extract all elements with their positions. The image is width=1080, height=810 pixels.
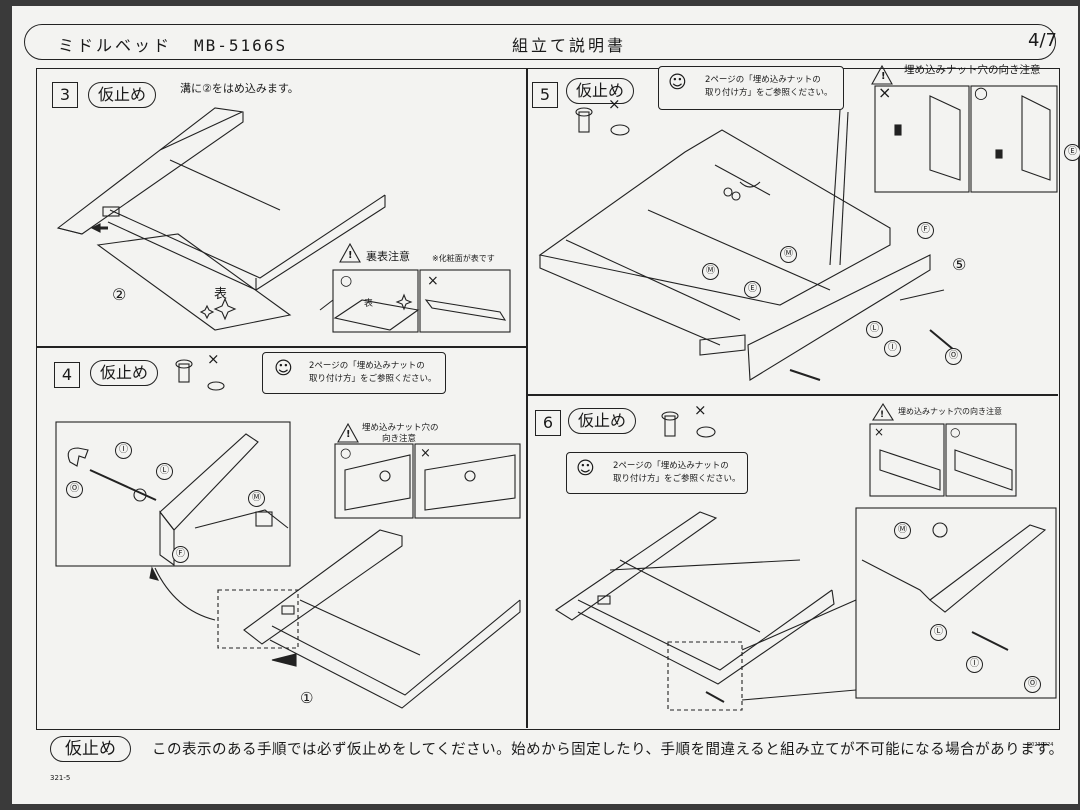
step-4-nut-orientation-title: 埋め込みナット穴の向き注意 — [362, 423, 439, 444]
part-m-label: Ⓜ — [894, 522, 911, 539]
instruction-page — [12, 6, 1078, 804]
ng-mark: × — [420, 446, 431, 461]
omote-label-small: 表 — [364, 299, 374, 309]
page-number: 4/7 — [1028, 30, 1057, 51]
ok-mark: ○ — [950, 425, 961, 439]
ng-mark: × — [608, 95, 621, 113]
step-5-label: 仮止め — [566, 78, 635, 104]
ok-mark: ○ — [340, 446, 352, 461]
step-3-instruction: 溝に②をはめ込みます。 — [180, 82, 299, 95]
part-l-label: Ⓛ — [930, 624, 947, 641]
document-date: 20230224 — [1028, 742, 1054, 748]
step-3-caution-title: 裏表注意 — [366, 250, 410, 263]
part-1-label: ① — [300, 689, 314, 707]
ng-mark: × — [694, 401, 707, 419]
ok-mark: ○ — [974, 83, 988, 102]
ok-mark: ○ — [340, 273, 353, 289]
warning-icon: ! — [880, 410, 885, 420]
document-type: 組立て説明書 — [512, 36, 627, 55]
document-code: 321-5 — [50, 774, 71, 782]
step-6-nut-orientation-title: 埋め込みナット穴の向き注意 — [898, 407, 1002, 416]
part-f-label: Ⓕ — [917, 222, 934, 239]
warning-icon: ! — [348, 250, 353, 261]
step-5-nut-orientation-title: 埋め込みナット穴の向き注意 — [904, 64, 1041, 76]
part-i-label: Ⓘ — [115, 442, 132, 459]
left-row-divider — [36, 346, 526, 348]
part-e-label: Ⓔ — [744, 281, 761, 298]
step-3-label: 仮止め — [88, 82, 157, 108]
part-m-label: Ⓜ — [780, 246, 797, 263]
model-number: MB-5166S — [194, 36, 288, 55]
person-icon: ☺ — [274, 358, 293, 379]
column-divider — [526, 68, 528, 728]
step-5-number: 5 — [532, 82, 558, 108]
omote-label: 表 — [214, 287, 228, 302]
step-6-label: 仮止め — [568, 408, 637, 434]
header-frame — [24, 24, 1056, 60]
part-o-label: Ⓞ — [66, 481, 83, 498]
step-4-number: 4 — [54, 362, 80, 388]
part-m-label: Ⓜ — [248, 490, 265, 507]
part-o-label: Ⓞ — [1024, 676, 1041, 693]
part-o-label: Ⓞ — [945, 348, 962, 365]
part-i-label: Ⓘ — [966, 656, 983, 673]
ng-mark: × — [878, 83, 892, 102]
part-5-label: ⑤ — [952, 255, 967, 274]
product-title: ミドルベッド MB-5166S — [58, 32, 287, 56]
warning-icon: ! — [346, 429, 351, 440]
part-l-label: Ⓛ — [156, 463, 173, 480]
step-6-number: 6 — [535, 410, 561, 436]
part-i-label: Ⓘ — [884, 340, 901, 357]
part-l-label: Ⓛ — [866, 321, 883, 338]
step-4-label: 仮止め — [90, 360, 159, 386]
ng-mark: × — [427, 273, 439, 289]
footer-label: 仮止め — [50, 736, 131, 762]
steps-frame — [36, 68, 1060, 730]
step-3-number: 3 — [52, 82, 78, 108]
step-5-nut-reference: 2ページの「埋め込みナットの取り付け方」をご参照ください。 — [658, 66, 844, 110]
right-row-divider — [526, 394, 1058, 396]
person-icon: ☺ — [576, 458, 595, 479]
step-3-caution-note: ※化粧面が表です — [432, 254, 495, 263]
warning-icon: ! — [881, 71, 886, 82]
ng-mark: × — [207, 350, 220, 368]
footer-note: この表示のある手順では必ず仮止めをしてください。始めから固定したり、手順を間違え… — [152, 742, 1064, 758]
part-f-label: Ⓕ — [172, 546, 189, 563]
step-4-nut-reference: 2ページの「埋め込みナットの取り付け方」をご参照ください。 — [262, 352, 446, 394]
step-6-nut-reference: 2ページの「埋め込みナットの取り付け方」をご参照ください。 — [566, 452, 748, 494]
part-e-label: Ⓔ — [1064, 144, 1080, 161]
part-m-label: Ⓜ — [702, 263, 719, 280]
part-2-label: ② — [112, 285, 127, 304]
product-name: ミドルベッド — [58, 36, 173, 55]
ng-mark: × — [874, 425, 885, 439]
person-icon: ☺ — [668, 72, 687, 93]
